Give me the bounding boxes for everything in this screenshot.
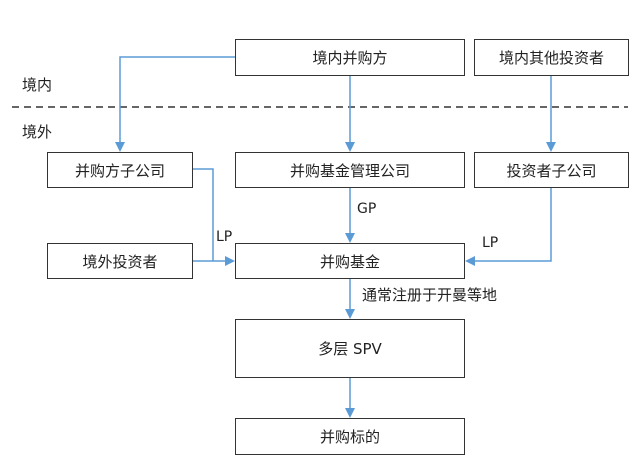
edge-label-registration-note: 通常注册于开曼等地	[362, 286, 498, 304]
edge-label-lp-right: LP	[482, 235, 499, 251]
node-acquirer-subsidiary: 并购方子公司	[47, 152, 193, 188]
region-label-domestic: 境内	[22, 76, 53, 94]
node-fund-manager: 并购基金管理公司	[235, 152, 465, 188]
edge-acquirer-subsidiary-to-fund	[193, 168, 214, 261]
node-domestic-acquirer: 境内并购方	[235, 39, 465, 76]
edge-label-gp: GP	[357, 201, 377, 217]
edge-acquirer-to-subsidiary	[115, 56, 235, 152]
node-domestic-other-investors: 境内其他投资者	[474, 39, 629, 76]
node-ma-target: 并购标的	[235, 418, 465, 455]
node-multi-spv: 多层 SPV	[235, 319, 465, 378]
node-ma-fund: 并购基金	[235, 243, 465, 279]
node-overseas-investors: 境外投资者	[47, 243, 193, 279]
edge-label-lp-left: LP	[216, 229, 233, 245]
node-investor-subsidiary: 投资者子公司	[474, 152, 629, 188]
region-label-overseas: 境外	[22, 123, 53, 141]
edge-investor-subsidiary-to-fund	[465, 187, 552, 266]
